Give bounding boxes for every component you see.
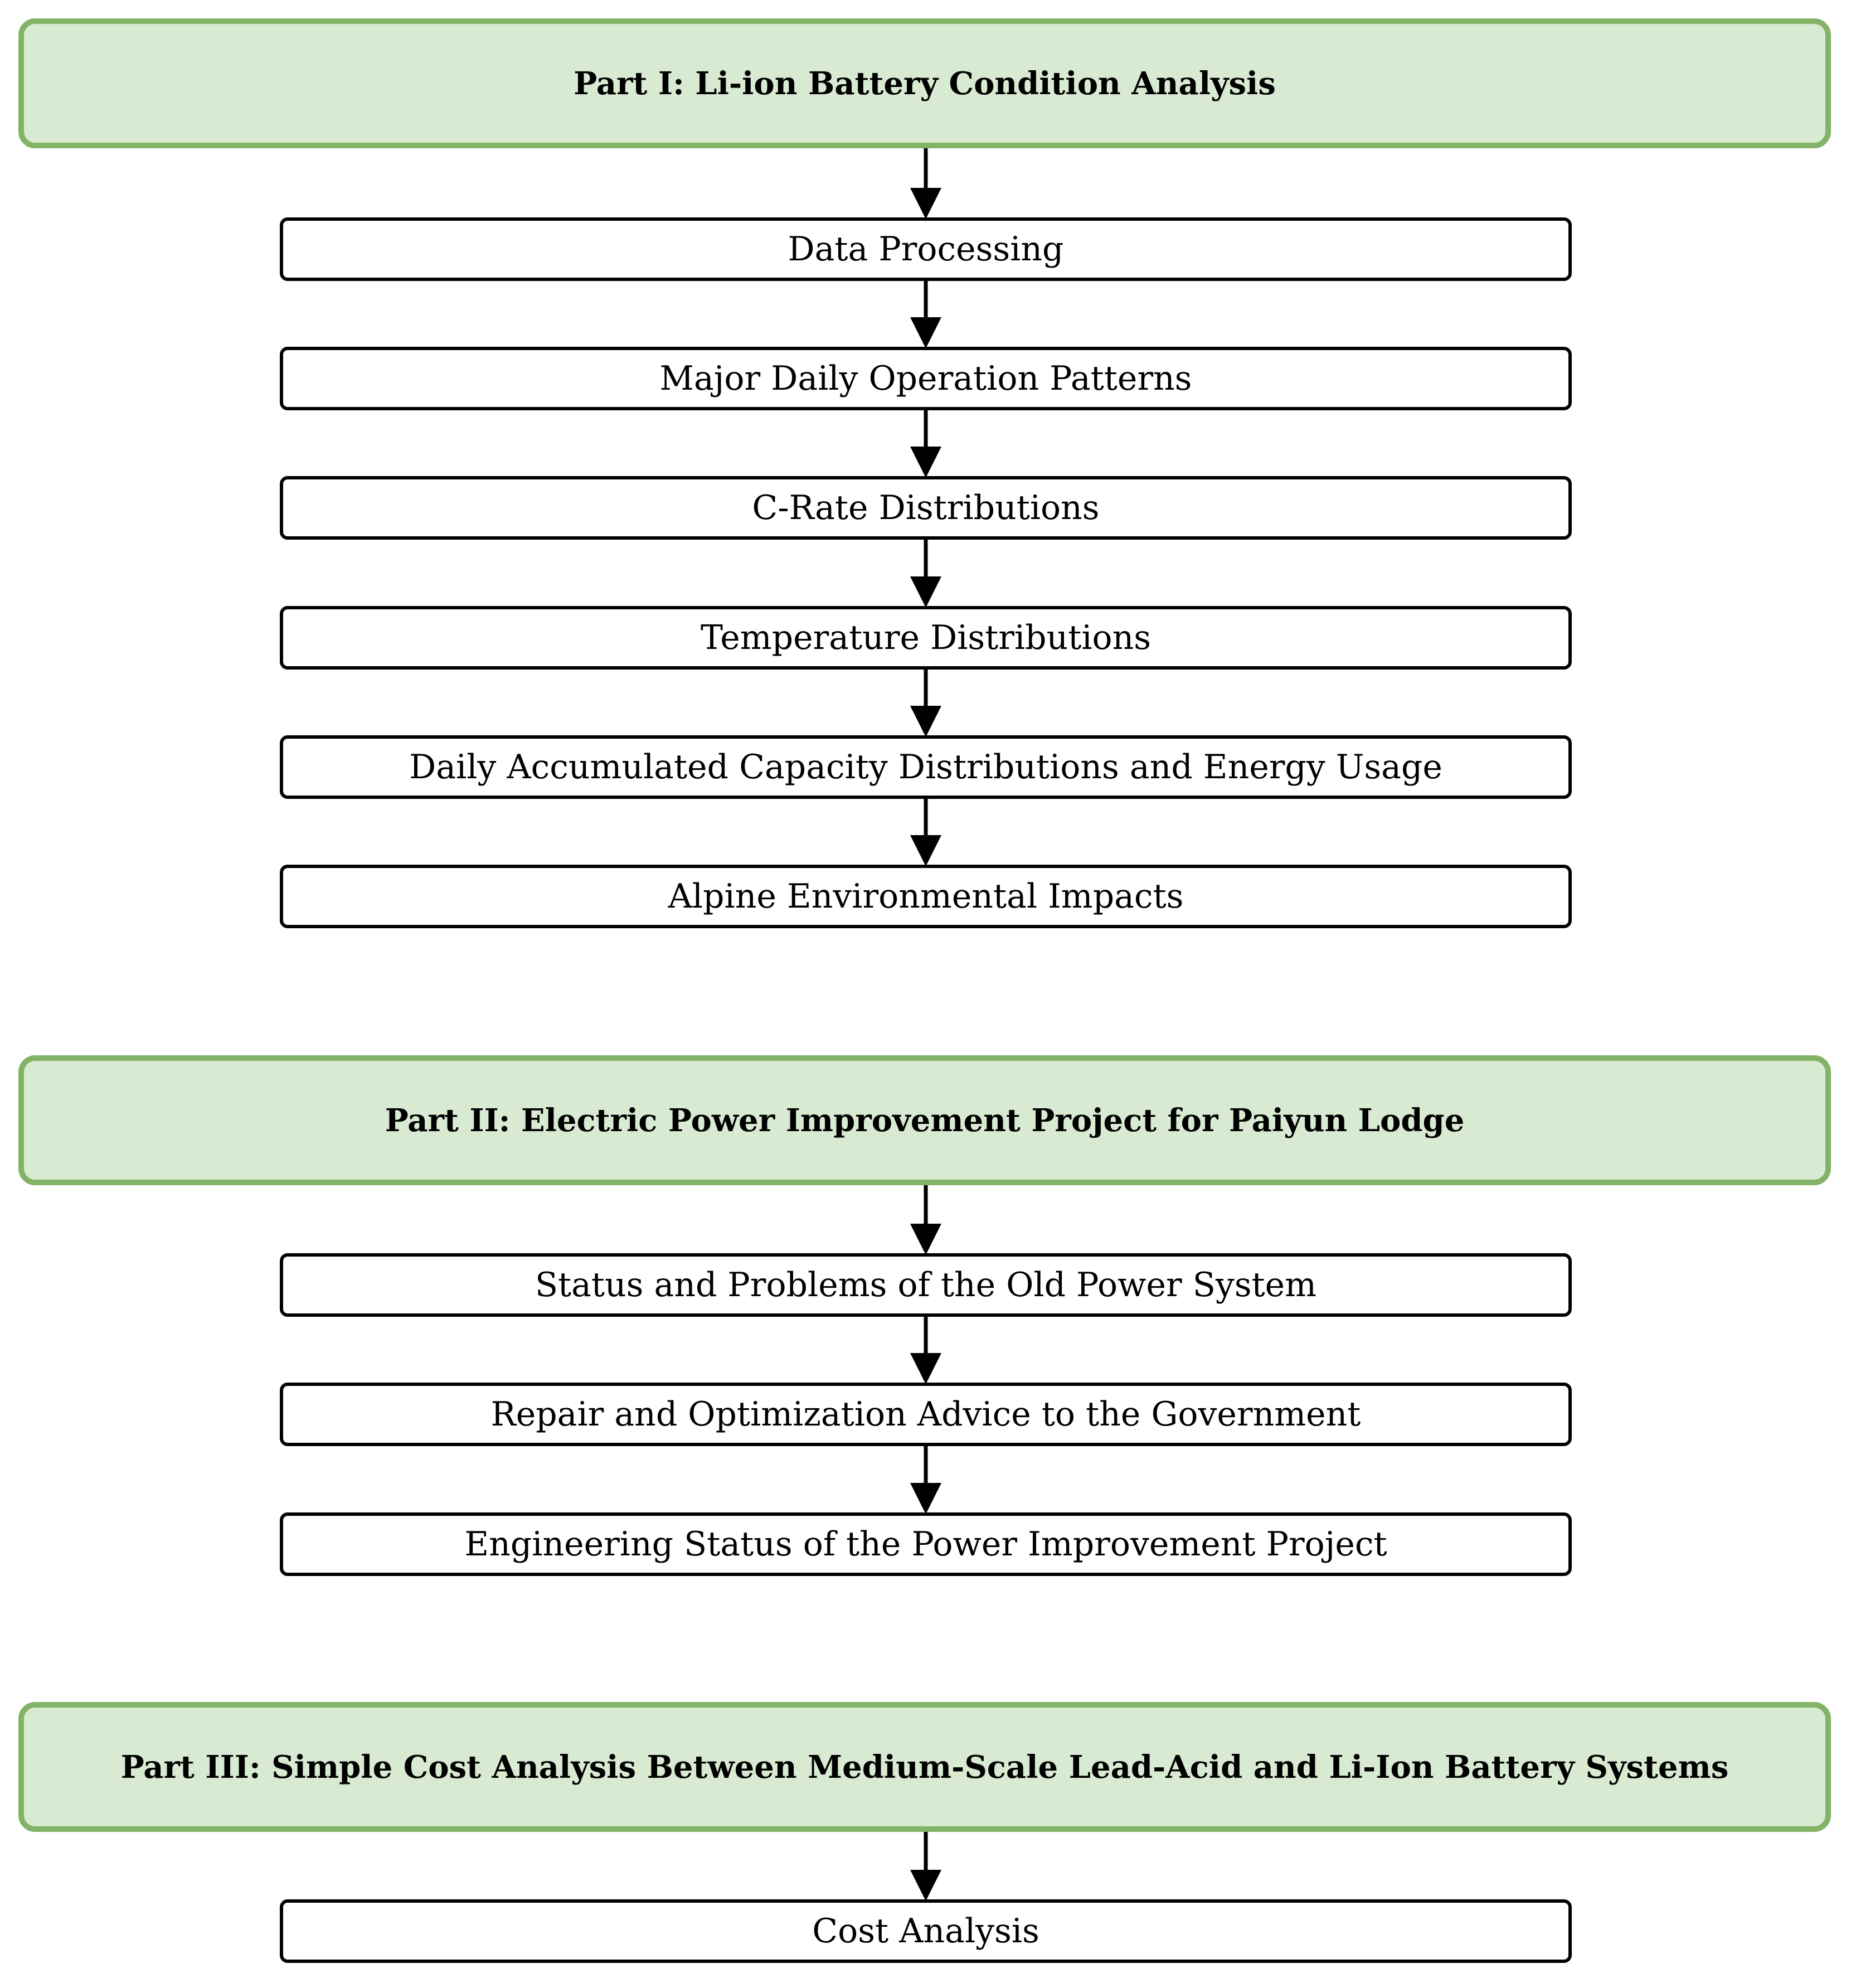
part-1-step-3-box: C-Rate Distributions xyxy=(280,476,1572,540)
part-1-step-4-label: Temperature Distributions xyxy=(700,618,1152,657)
part-1-step-3-label: C-Rate Distributions xyxy=(752,488,1100,527)
part-1-step-4-box: Temperature Distributions xyxy=(280,606,1572,670)
part-2-step-1-box: Status and Problems of the Old Power Sys… xyxy=(280,1253,1572,1317)
part-2-title: Part II: Electric Power Improvement Proj… xyxy=(385,1102,1465,1139)
part-2-step-3-label: Engineering Status of the Power Improvem… xyxy=(464,1525,1387,1564)
part-1-box: Part I: Li-ion Battery Condition Analysi… xyxy=(18,18,1831,148)
part-1-step-2-label: Major Daily Operation Patterns xyxy=(659,359,1192,398)
part-1-step-1-box: Data Processing xyxy=(280,217,1572,281)
part-1-step-5-box: Daily Accumulated Capacity Distributions… xyxy=(280,735,1572,799)
part-2-box: Part II: Electric Power Improvement Proj… xyxy=(18,1055,1831,1185)
part-1-step-5-label: Daily Accumulated Capacity Distributions… xyxy=(409,748,1442,787)
part-3-step-1-label: Cost Analysis xyxy=(812,1912,1039,1951)
part-2-step-1-label: Status and Problems of the Old Power Sys… xyxy=(535,1265,1317,1305)
part-2-step-3-box: Engineering Status of the Power Improvem… xyxy=(280,1512,1572,1576)
part-1-step-6-box: Alpine Environmental Impacts xyxy=(280,865,1572,928)
part-1-title: Part I: Li-ion Battery Condition Analysi… xyxy=(574,65,1276,102)
part-1-step-1-label: Data Processing xyxy=(788,230,1064,269)
part-1-step-6-label: Alpine Environmental Impacts xyxy=(668,877,1184,916)
part-1-step-2-box: Major Daily Operation Patterns xyxy=(280,347,1572,410)
part-2-step-2-label: Repair and Optimization Advice to the Go… xyxy=(490,1395,1361,1434)
part-3-box: Part III: Simple Cost Analysis Between M… xyxy=(18,1702,1831,1832)
part-3-step-1-box: Cost Analysis xyxy=(280,1899,1572,1963)
part-2-step-2-box: Repair and Optimization Advice to the Go… xyxy=(280,1383,1572,1446)
part-3-title: Part III: Simple Cost Analysis Between M… xyxy=(120,1748,1729,1786)
